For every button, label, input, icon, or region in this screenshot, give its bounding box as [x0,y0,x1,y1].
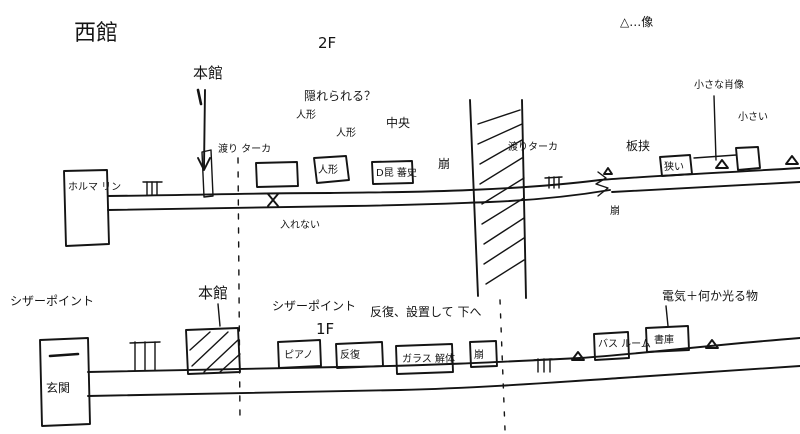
annex-arrow [197,89,211,171]
study-box [645,325,690,353]
figure-sign: 人形 [318,164,338,176]
scissors-left: シザーポイント [10,294,94,308]
statue-marker-lower-1 [571,351,585,361]
entry-note: 入れない [280,219,320,231]
statue-marker-upper-1 [715,159,729,169]
rubble-label: 崩 [610,204,620,217]
collapse-sign: 崩 [474,348,484,361]
fence-upper-left [142,181,163,196]
study-sign: 書庫 [654,333,674,346]
lower-corridor-bottom-line [87,365,800,397]
corridor-label: 渡り ターカ [218,142,271,155]
case-box [659,154,693,177]
display-label: 人形 [336,127,356,139]
hall-box [63,169,110,247]
bath-sign: バス ルーム [598,338,651,350]
instruction-box [335,341,384,369]
fence-lower-left [129,341,161,371]
collapse-upper: 崩 [438,157,450,171]
hall-sign: ホルマ リン [68,181,121,193]
specimen-sign: D昆 蕃史 [376,167,417,179]
dashed-divider-left [237,157,241,421]
collapse-box [469,340,498,368]
legend-statue: △…像 [620,15,653,29]
building-title: 西館 [74,21,118,46]
blocked-room [255,161,299,188]
annex-label: 本館 [193,64,223,82]
statue-marker-lower-2 [705,339,719,349]
annex-block [196,88,203,106]
right-building-rail [693,154,737,159]
upper-right-corridor-line [611,181,800,193]
blocked-mark [267,193,279,207]
glass-sign: ガラス 解体 [402,352,455,365]
glass-box [395,343,454,375]
floor-label-upper: 2F [318,34,336,52]
trail-note: 電気＋何か光る物 [662,288,758,303]
scissors-center: シザーポイント [272,299,356,313]
case-sign: 狭い [664,160,684,173]
entrance-block-mark [48,352,80,358]
statue-marker-upper-2 [785,155,799,165]
figure-box [313,155,350,184]
specimen-box [371,160,414,185]
figure-label-top: 人形 [296,109,316,121]
rubble-break [595,171,609,197]
board-label: 板挟 [626,139,650,153]
fence-lower-center [533,358,553,373]
entrance-box [39,337,91,427]
upper-corridor-bottom-line [107,189,611,211]
hide-question: 隠れられる？ [304,89,376,103]
trail-pointer [665,305,669,327]
floor-label-lower: 1F [316,320,334,338]
main-block-lower [185,327,241,375]
corridor-tower [201,149,214,198]
center-label: 中央 [386,115,410,130]
fence-upper-center [544,176,563,189]
upper-corridor-top-line [107,167,800,197]
small-statue-label: 小さな肖像 [694,78,744,91]
small-statue-pointer [713,95,717,161]
statue-marker-upper-3 [603,167,613,175]
right-building [735,146,761,171]
main-pointer [217,303,221,327]
main-label-lower: 本館 [198,284,228,302]
small-note: 小さい [738,111,768,123]
hatched-shaft [469,99,527,431]
entrance-label: 玄関 [46,380,70,395]
setup-note: 反復、設置して 下へ [370,304,481,319]
shutter-label: 渡りターカ [508,140,558,153]
piano-sign: ピアノ [284,349,313,361]
piano-box [277,339,322,369]
instruction-sign: 反復 [340,348,360,361]
bath-box [593,331,630,361]
